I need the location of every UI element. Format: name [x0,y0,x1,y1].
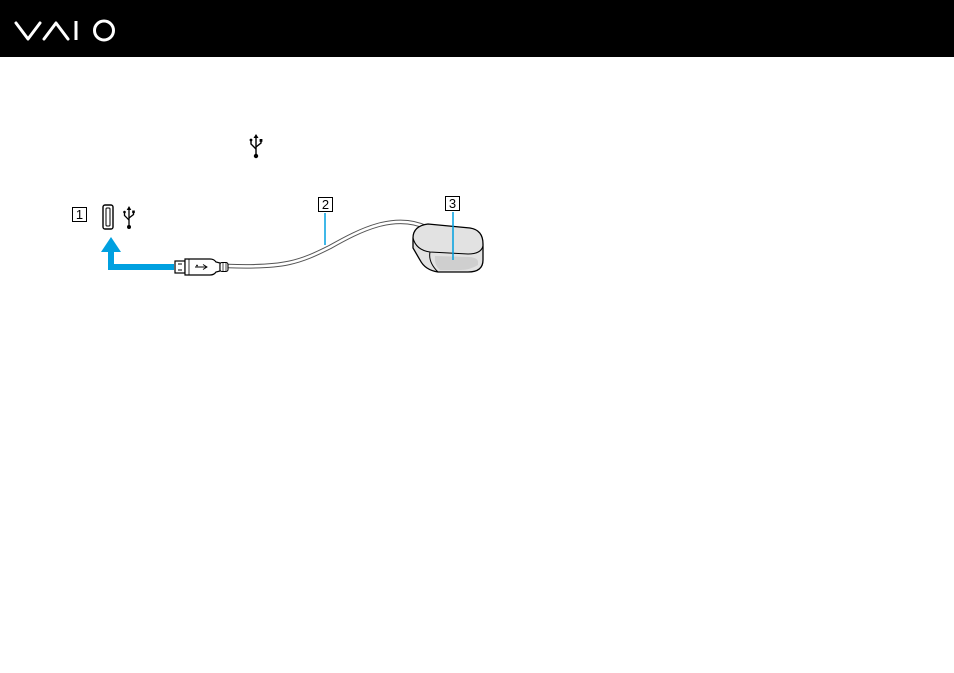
usb-icon [249,133,263,159]
usb-plug-icon [175,259,228,275]
callout-number-2: 2 [318,197,333,212]
cable [228,222,428,267]
usb-device-icon [413,224,483,272]
header-bar [0,0,954,57]
callout-number-3: 3 [445,196,460,211]
callout-number-1: 1 [72,207,87,222]
vaio-logo [14,17,120,43]
connection-arrow [101,237,174,267]
connection-illustration [0,180,500,290]
usb-port-icon [103,205,113,229]
usb-icon [123,206,135,229]
